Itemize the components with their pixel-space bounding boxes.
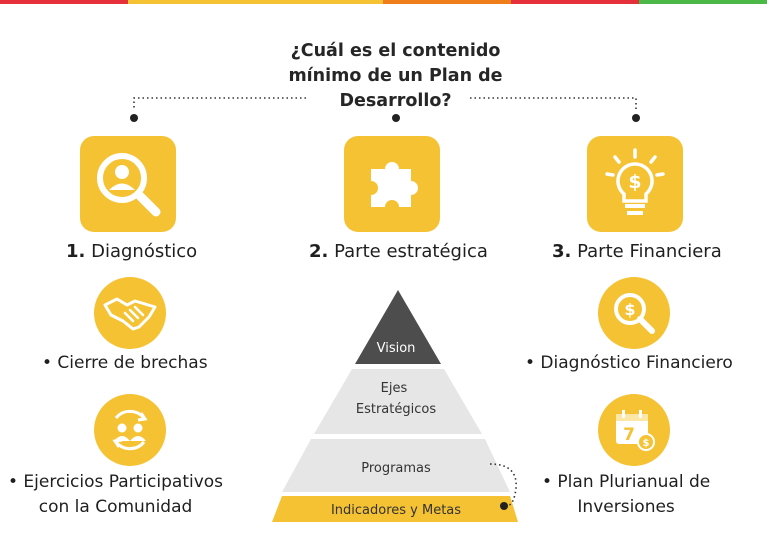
- pyramid-label-ejes-line: Estratégicos: [356, 402, 436, 417]
- svg-text:$: $: [628, 171, 641, 193]
- bullet-line: Inversiones: [577, 497, 675, 517]
- diagram-title: ¿Cuál es el contenido mínimo de un Plan …: [253, 39, 538, 114]
- pyramid-level-ejes: [314, 369, 482, 434]
- section-number: 1.: [66, 241, 86, 262]
- estrategica-icon-tile: [344, 136, 440, 232]
- bar-segment: [511, 0, 640, 4]
- bar-segment: [383, 0, 512, 4]
- pyramid-label-indicadores: Indicadores y Metas: [331, 503, 461, 518]
- pyramid-label-ejes-line: Ejes: [381, 381, 408, 396]
- pyramid-label-programas: Programas: [361, 461, 431, 476]
- item-diagnostico-financiero: • Diagnóstico Financiero: [525, 351, 733, 376]
- section-number: 3.: [552, 241, 572, 262]
- handshake-circle: [94, 277, 166, 349]
- section-label: Parte Financiera: [577, 241, 722, 262]
- calendar-dollar-icon: 7 $: [616, 410, 655, 451]
- item-ejercicios-participativos: • Ejercicios Participativos con la Comun…: [8, 470, 223, 520]
- strategy-pyramid: Vision Ejes Estratégicos Programas Indic…: [272, 290, 518, 522]
- bullet-line: • Diagnóstico Financiero: [525, 353, 733, 373]
- bar-segment: [255, 0, 384, 4]
- magnifier-dollar-circle: $: [598, 277, 670, 349]
- section-title-financiera: 3. Parte Financiera: [552, 241, 722, 262]
- diagnostico-icon-tile: [80, 136, 176, 232]
- section-label: Parte estratégica: [334, 241, 488, 262]
- pyramid-level-indicadores: [272, 496, 518, 522]
- section-title-estrategica: 2. Parte estratégica: [309, 241, 488, 262]
- magnifier-person-icon: [97, 153, 161, 217]
- community-circle: [94, 394, 166, 466]
- calendar-dollar-circle: 7 $: [598, 394, 670, 466]
- community-cycle-icon: [112, 409, 148, 451]
- lightbulb-dollar-icon: $: [605, 148, 665, 215]
- financiera-icon-tile: $: [587, 136, 683, 232]
- connector-dot-center: [392, 114, 400, 122]
- title-line-1: ¿Cuál es el contenido: [290, 41, 501, 61]
- bar-segment: [639, 0, 767, 4]
- pyramid-label-ejes: Ejes Estratégicos: [356, 381, 436, 417]
- section-title-diagnostico: 1. Diagnóstico: [66, 241, 197, 262]
- bullet-line: • Plan Plurianual de: [542, 472, 711, 492]
- bar-segment: [127, 0, 256, 4]
- bullet-line: con la Comunidad: [38, 497, 193, 517]
- item-plan-plurianual: • Plan Plurianual de Inversiones: [542, 470, 710, 520]
- top-color-bar: [0, 0, 767, 4]
- svg-text:$: $: [624, 300, 635, 319]
- calendar-number: 7: [623, 425, 635, 445]
- connector-dot-left: [130, 114, 138, 122]
- title-line-3: Desarrollo?: [339, 91, 452, 111]
- magnifier-dollar-icon: $: [614, 293, 655, 334]
- section-label: Diagnóstico: [91, 241, 198, 262]
- pyramid-level-programas: [282, 439, 510, 492]
- item-cierre-brechas: • Cierre de brechas: [42, 351, 208, 376]
- puzzle-piece-icon: [371, 162, 418, 207]
- pyramid-dotted-arrow: [489, 463, 517, 507]
- connector-dot-right: [632, 114, 640, 122]
- bullet-line: • Cierre de brechas: [42, 353, 208, 373]
- title-line-2: mínimo de un Plan de: [288, 66, 503, 86]
- pyramid-label-vision: Vision: [377, 341, 416, 356]
- handshake-icon: [103, 297, 157, 331]
- bar-segment: [0, 0, 128, 4]
- pyramid-arrow-dot: [500, 502, 508, 510]
- pyramid-level-vision: [355, 290, 441, 364]
- section-number: 2.: [309, 241, 329, 262]
- svg-text:$: $: [643, 438, 650, 449]
- bullet-line: • Ejercicios Participativos: [8, 472, 224, 492]
